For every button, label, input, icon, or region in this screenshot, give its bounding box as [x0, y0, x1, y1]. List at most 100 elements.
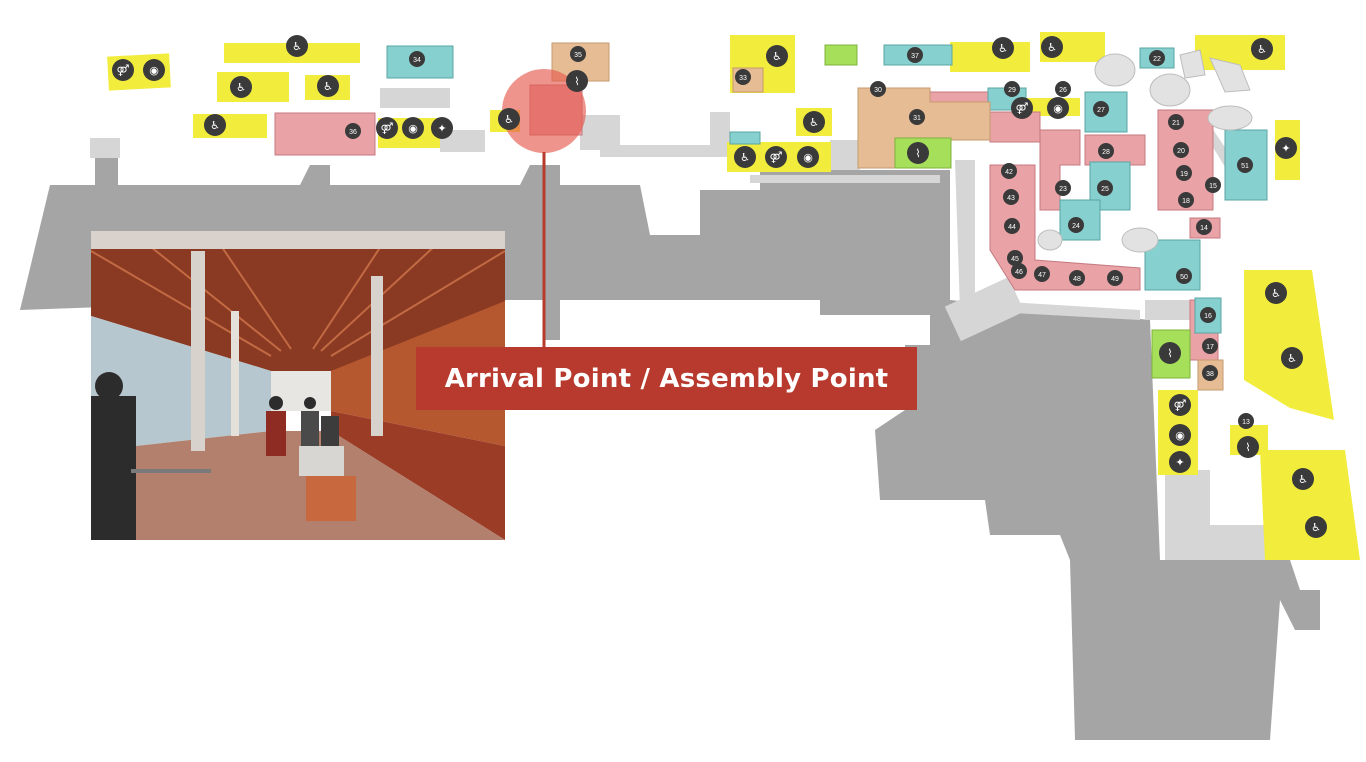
svg-text:♿: ♿ [210, 119, 220, 132]
svg-text:38: 38 [1206, 371, 1214, 378]
svg-text:⌇: ⌇ [1167, 347, 1172, 360]
svg-text:46: 46 [1015, 269, 1023, 276]
svg-text:✦: ✦ [437, 122, 446, 135]
accessible-icon: ♿ [317, 75, 339, 97]
svg-text:28: 28 [1102, 149, 1110, 156]
svg-text:23: 23 [1059, 186, 1067, 193]
baby-care-icon: ◉ [1047, 97, 1069, 119]
accessible-icon: ♿ [1292, 468, 1314, 490]
accessible-icon: ♿ [230, 76, 252, 98]
unit-number-badge: 17 [1202, 338, 1218, 354]
unit-number-badge: 36 [345, 123, 361, 139]
svg-text:♿: ♿ [236, 81, 246, 94]
svg-text:✦: ✦ [1175, 456, 1184, 469]
svg-text:44: 44 [1008, 224, 1016, 231]
svg-text:◉: ◉ [1053, 102, 1063, 115]
unit-number-badge: 29 [1004, 81, 1020, 97]
unit-number-badge: 13 [1238, 413, 1254, 429]
svg-text:♿: ♿ [809, 116, 819, 129]
unit-number-badge: 21 [1168, 114, 1184, 130]
svg-text:⌇: ⌇ [1245, 441, 1250, 454]
svg-text:13: 13 [1242, 419, 1250, 426]
svg-text:♿: ♿ [323, 80, 333, 93]
amenity-icons: ⚤◉♿♿♿♿⚤◉✦⌇♿♿♿♿⚤◉♿♿♿⚤◉♿♿⌇⚤◉✦⌇♿♿⌇✦ [112, 35, 1327, 538]
svg-text:51: 51 [1241, 163, 1249, 170]
svg-text:⚤: ⚤ [117, 64, 130, 77]
restroom-icon: ⚤ [1011, 97, 1033, 119]
svg-text:50: 50 [1180, 274, 1188, 281]
svg-text:25: 25 [1101, 186, 1109, 193]
unit-number-badge: 44 [1004, 218, 1020, 234]
unit-number-badge: 51 [1237, 157, 1253, 173]
unit-number-badge: 31 [909, 109, 925, 125]
svg-text:♿: ♿ [772, 50, 782, 63]
unit-number-badge: 38 [1202, 365, 1218, 381]
svg-text:♿: ♿ [1271, 287, 1281, 300]
svg-text:31: 31 [913, 115, 921, 122]
svg-text:49: 49 [1111, 276, 1119, 283]
unit-number-badge: 25 [1097, 180, 1113, 196]
svg-text:⚤: ⚤ [1016, 102, 1029, 115]
accessible-icon: ♿ [498, 108, 520, 130]
unit-number-badge: 30 [870, 81, 886, 97]
accessible-icon: ♿ [1265, 282, 1287, 304]
svg-text:45: 45 [1011, 256, 1019, 263]
svg-text:42: 42 [1005, 169, 1013, 176]
accessible-icon: ♿ [204, 114, 226, 136]
smoking-area-icon: ⌇ [907, 142, 929, 164]
unit-number-badge: 42 [1001, 163, 1017, 179]
unit-number-badge: 28 [1098, 143, 1114, 159]
svg-text:16: 16 [1204, 313, 1212, 320]
assembly-point-marker [502, 69, 586, 348]
unit-number-badge: 22 [1149, 50, 1165, 66]
svg-text:✦: ✦ [1281, 142, 1290, 155]
unit-number-badge: 18 [1178, 192, 1194, 208]
svg-text:15: 15 [1209, 183, 1217, 190]
svg-text:♿: ♿ [998, 42, 1008, 55]
accessible-icon: ♿ [1305, 516, 1327, 538]
svg-text:⌇: ⌇ [915, 147, 920, 160]
svg-text:♿: ♿ [1257, 43, 1267, 56]
unit-number-badge: 20 [1173, 142, 1189, 158]
accessible-icon: ♿ [1251, 38, 1273, 60]
smoking-area-icon: ⌇ [1159, 342, 1181, 364]
svg-text:47: 47 [1038, 272, 1046, 279]
unit-number-badge: 15 [1205, 177, 1221, 193]
prayer-room-icon: ✦ [431, 117, 453, 139]
walkways [90, 88, 1265, 560]
svg-text:19: 19 [1180, 171, 1188, 178]
restroom-icon: ⚤ [1169, 394, 1191, 416]
svg-text:35: 35 [574, 52, 582, 59]
unit-number-badge: 14 [1196, 219, 1212, 235]
unit-number-badge: 27 [1093, 101, 1109, 117]
unit-number-badge: 26 [1055, 81, 1071, 97]
svg-text:20: 20 [1177, 148, 1185, 155]
svg-text:♿: ♿ [740, 151, 750, 164]
svg-text:34: 34 [413, 57, 421, 64]
arrival-point-label: Arrival Point / Assembly Point [416, 347, 917, 410]
svg-text:⌇: ⌇ [574, 75, 579, 88]
restroom-icon: ⚤ [376, 117, 398, 139]
svg-text:30: 30 [874, 87, 882, 94]
unit-number-badge: 33 [735, 69, 751, 85]
prayer-room-icon: ✦ [1275, 137, 1297, 159]
smoking-area-icon: ⌇ [1237, 436, 1259, 458]
svg-text:◉: ◉ [1175, 429, 1185, 442]
unit-number-badge: 43 [1003, 189, 1019, 205]
unit-number-badge: 35 [570, 46, 586, 62]
unit-number-badge: 19 [1176, 165, 1192, 181]
svg-text:♿: ♿ [1298, 473, 1308, 486]
svg-text:48: 48 [1073, 276, 1081, 283]
accessible-icon: ♿ [1281, 347, 1303, 369]
unit-number-badge: 50 [1176, 268, 1192, 284]
svg-text:◉: ◉ [408, 122, 418, 135]
unit-number-badge: 46 [1011, 263, 1027, 279]
unit-number-badge: 47 [1034, 266, 1050, 282]
svg-text:17: 17 [1206, 344, 1214, 351]
plaza-shapes [1037, 49, 1253, 253]
svg-text:43: 43 [1007, 195, 1015, 202]
baby-care-icon: ◉ [797, 146, 819, 168]
svg-text:♿: ♿ [1047, 41, 1057, 54]
svg-text:29: 29 [1008, 87, 1016, 94]
